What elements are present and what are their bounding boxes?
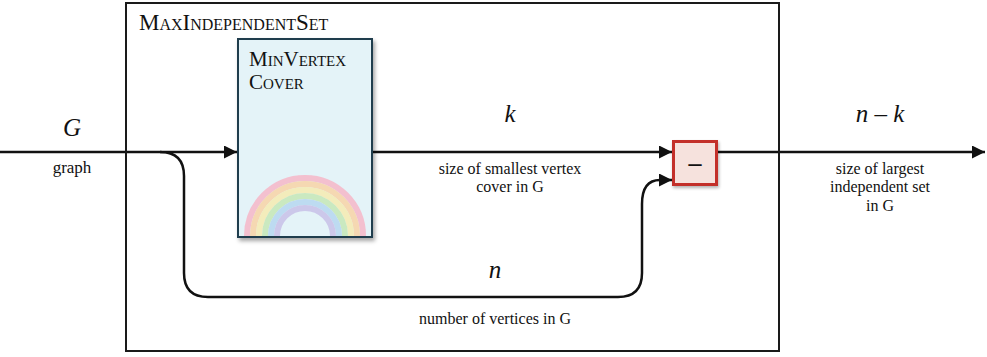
variable-label: n – k — [830, 100, 930, 129]
description-label: size of largest independent set in G — [823, 160, 938, 215]
output-wire — [718, 151, 985, 154]
description-label: graph — [27, 158, 117, 178]
variable-label: G — [42, 114, 102, 143]
signal-arrow — [373, 151, 672, 154]
box-title: MaxIndependentSet — [139, 10, 328, 35]
subtract-box: – — [672, 140, 718, 186]
description-label: number of vertices in G — [375, 310, 615, 328]
subroutine-box: MinVertex Cover — [237, 38, 373, 238]
variable-label: n — [475, 256, 515, 285]
rainbow-band — [247, 178, 363, 236]
variable-label: k — [490, 100, 530, 129]
input-wire — [0, 151, 237, 154]
rainbow-band — [277, 208, 333, 236]
rainbow-band — [265, 196, 345, 236]
rainbow-band — [259, 190, 351, 236]
rainbow-band — [271, 202, 339, 236]
rainbow-band — [253, 184, 357, 236]
operator-symbol: – — [675, 149, 715, 178]
box-title: MinVertex Cover — [249, 48, 365, 94]
description-label: size of smallest vertex cover in G — [430, 160, 590, 197]
